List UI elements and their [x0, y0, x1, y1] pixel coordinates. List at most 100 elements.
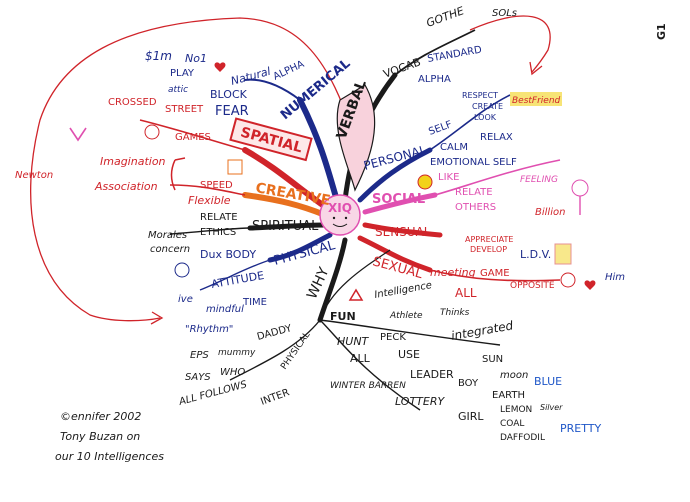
word-gothe: GOTHE [425, 4, 466, 30]
word-ive: ive [178, 294, 193, 305]
verbal-words: GOTHE SOLs VOCAB STANDARD ALPHA [382, 4, 517, 85]
word-opposite: OPPOSITE [510, 281, 555, 291]
word-attitude: ATTITUDE [210, 269, 265, 291]
word-boy: BOY [458, 378, 479, 389]
word-says: SAYS [185, 372, 211, 383]
branch-sensual: SENSUAL [375, 225, 431, 239]
word-meeting: meeting [430, 266, 476, 279]
word-billion: Billion [535, 207, 565, 218]
word-standard: STANDARD [427, 45, 483, 65]
box-icon [228, 160, 242, 174]
word-develop: DEVELOP [470, 245, 507, 254]
word-inter-b: INTER [259, 387, 291, 408]
word-block: BLOCK [210, 88, 248, 101]
ball-icon [145, 125, 159, 139]
word-imagination: Imagination [100, 155, 166, 168]
word-games: GAMES [175, 132, 211, 143]
word-million: $1m [145, 49, 172, 63]
word-earth: EARTH [492, 390, 525, 401]
word-thinks: Thinks [440, 308, 470, 318]
word-like: LIKE [438, 172, 459, 183]
word-dux-body: Dux BODY [200, 248, 256, 261]
candle-icon [555, 244, 571, 264]
word-daffodil: DAFFODIL [500, 433, 545, 443]
word-blue: BLUE [534, 375, 562, 388]
word-vocab: VOCAB [382, 55, 423, 80]
word-concern: concern [150, 244, 190, 255]
word-relate-b: RELATE [455, 187, 493, 198]
word-time: TIME [242, 297, 267, 308]
word-lemon: LEMON [500, 405, 532, 415]
personal-words: SELF RESPECT CREATE LOOK BestFriend CALM… [427, 91, 562, 168]
word-sols: SOLs [492, 8, 517, 19]
word-leader: LEADER [410, 368, 454, 381]
face-icon [561, 273, 575, 287]
credit-block: ©ennifer 2002 Tony Buzan on our 10 Intel… [55, 410, 164, 463]
word-athlete: Athlete [389, 311, 423, 321]
center-label: XIQ [328, 201, 352, 215]
word-relax: RELAX [480, 132, 513, 143]
physical-words: Dux BODY ATTITUDE ive mindful TIME "Rhyt… [175, 248, 267, 335]
word-eps: EPS [190, 350, 209, 361]
word-attic: attic [168, 85, 188, 95]
branch-physical: PHYSICAL [272, 238, 337, 269]
warning-icon [350, 290, 362, 300]
credit-line1: ©ennifer 2002 [60, 410, 141, 423]
word-pretty: PRETTY [560, 422, 601, 435]
word-fear: FEAR [215, 104, 249, 119]
heart-icon-2 [585, 280, 596, 290]
word-winter-barren: WINTER BARREN [330, 381, 406, 391]
word-create: CREATE [472, 102, 503, 111]
word-him: Him [605, 272, 625, 283]
word-coal: COAL [500, 419, 524, 429]
word-calm: CALM [440, 142, 468, 153]
heart-icon [215, 62, 226, 72]
word-look: LOOK [474, 113, 497, 122]
word-ldv: L.D.V. [520, 248, 551, 261]
page-label: G1 [655, 23, 668, 40]
word-girl: GIRL [458, 410, 484, 423]
creative-words: SPEED Flexible RELATE [188, 160, 242, 223]
word-who: WHO [220, 367, 245, 378]
word-no1: No1 [185, 52, 207, 65]
word-all-follows: ALL FOLLOWS [177, 379, 249, 408]
word-others: OTHERS [455, 202, 496, 213]
word-lottery: LOTTERY [395, 395, 445, 408]
word-best-friend: BestFriend [512, 96, 561, 106]
word-mummy: mummy [218, 348, 256, 358]
credit-line3: our 10 Intelligences [55, 450, 164, 463]
word-appreciate: APPRECIATE [465, 235, 513, 244]
word-speed: SPEED [200, 180, 233, 191]
pink-arrow-icon [70, 128, 86, 140]
smiley-icon [175, 263, 189, 277]
top-right-arrow [470, 16, 550, 74]
spatial-words: CROSSED STREET GAMES Newton Imagination … [15, 97, 211, 193]
word-newton: Newton [15, 170, 53, 181]
word-alpha-b: ALPHA [272, 59, 307, 83]
word-crossed: CROSSED [108, 97, 157, 108]
word-ethics: ETHICS [200, 227, 236, 238]
branch-social: SOCIAL [372, 192, 425, 207]
word-fun: FUN [330, 310, 356, 323]
sun-icon [418, 175, 432, 189]
word-flexible: Flexible [188, 194, 231, 207]
word-play: PLAY [170, 68, 195, 79]
word-all: ALL [455, 286, 477, 300]
word-integrated: integrated [450, 318, 514, 343]
word-sun: SUN [482, 354, 503, 365]
word-game: GAME [480, 268, 510, 279]
word-natural: Natural [229, 65, 272, 88]
word-emotional-self: EMOTIONAL SELF [430, 157, 517, 168]
word-silver: Silver [540, 403, 563, 412]
spatial-box: SPATIAL [230, 119, 311, 160]
sensual-words: Billion APPRECIATE DEVELOP L.D.V. [465, 207, 571, 264]
word-use: USE [398, 348, 420, 361]
word-feeling: FEELING [520, 175, 558, 185]
word-morales: Morales [148, 230, 187, 241]
branch-spiritual: SPIRITUAL [252, 219, 319, 234]
word-mindful: mindful [206, 304, 244, 315]
person-icon [572, 180, 588, 196]
word-association: Association [94, 180, 158, 193]
word-all-b: ALL [350, 352, 371, 365]
